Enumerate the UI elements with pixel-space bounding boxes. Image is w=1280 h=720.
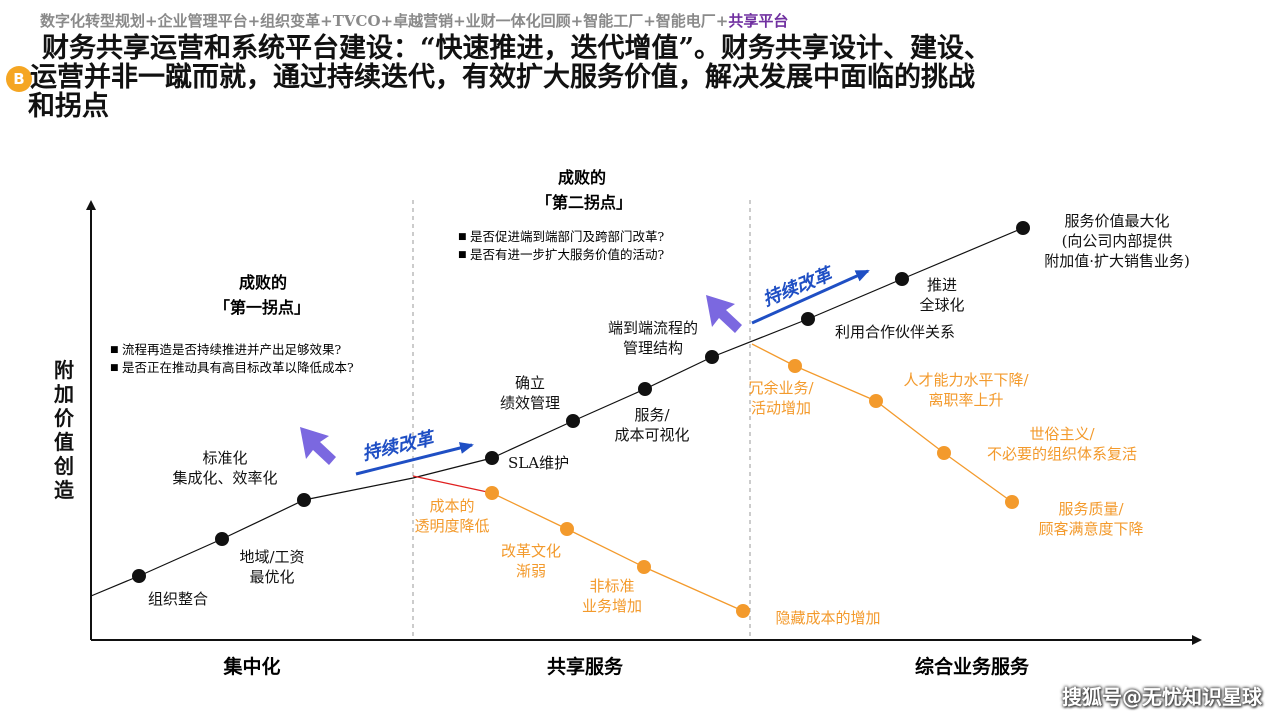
decline-point xyxy=(869,394,883,408)
turning-point-2-heading: 成败的 xyxy=(558,168,606,187)
growth-point xyxy=(1016,221,1030,235)
decline-point xyxy=(560,522,574,536)
decline-1-label: 渐弱 xyxy=(516,562,546,580)
y-axis-label-char: 附 xyxy=(54,358,74,382)
growth-milestone-label: 绩效管理 xyxy=(500,394,560,412)
section-badge: B xyxy=(6,66,32,92)
growth-milestone-label: 组织整合 xyxy=(148,590,208,608)
bullet-icon: ■ xyxy=(458,250,467,260)
decline-points xyxy=(485,359,1019,618)
growth-point xyxy=(801,312,815,326)
watermark: 搜狐号@无忧知识星球 xyxy=(1062,685,1262,709)
title-line-1: 财务共享运营和系统平台建设：“快速推进，迭代增值”。财务共享设计、建设、 xyxy=(42,33,992,64)
turning-point-2-bullet: 是否有进一步扩大服务价值的活动? xyxy=(470,247,665,262)
growth-milestone-label: 成本可视化 xyxy=(614,426,689,444)
growth-point xyxy=(485,451,499,465)
reform-arrow-1-icon xyxy=(355,442,474,476)
bullet-icon: ■ xyxy=(110,363,119,373)
growth-point xyxy=(895,272,909,286)
decline-1-red-segment xyxy=(412,475,493,494)
growth-line xyxy=(90,227,1024,597)
decline-2-label: 世俗主义/ xyxy=(1029,425,1095,443)
breadcrumb-prefix: 数字化转型规划+企业管理平台+组织变革+TVCO+卓越营销+业财一体化回顾+智能… xyxy=(40,12,729,30)
growth-milestone-label: 附加值·扩大销售业务) xyxy=(1044,252,1190,270)
growth-milestone-label: (向公司内部提供 xyxy=(1062,232,1173,250)
growth-milestone-label: SLA维护 xyxy=(508,454,569,472)
phase-label-integrated-services: 综合业务服务 xyxy=(915,655,1030,678)
growth-point xyxy=(132,569,146,583)
growth-milestone-label: 推进 xyxy=(927,276,957,294)
turning-point-1-bullet: 是否正在推动具有高目标改革以降低成本? xyxy=(122,360,354,375)
up-arrow-purple-icon xyxy=(706,295,742,333)
y-axis-label-char: 价 xyxy=(54,406,75,430)
decline-point xyxy=(485,486,499,500)
turning-point-1-heading: 成败的 xyxy=(239,273,287,292)
growth-milestone-label: 利用合作伙伴关系 xyxy=(835,323,955,341)
breadcrumb-active: 共享平台 xyxy=(728,12,789,30)
growth-milestone-label: 集成化、效率化 xyxy=(172,469,277,487)
reform-label-1: 持续改革 xyxy=(360,428,438,465)
y-axis-label-char: 造 xyxy=(54,478,75,502)
growth-point xyxy=(297,493,311,507)
bullet-icon: ■ xyxy=(110,345,119,355)
decline-2-label: 离职率上升 xyxy=(928,391,1003,409)
decline-2-label: 服务质量/ xyxy=(1058,500,1124,518)
decline-point xyxy=(637,560,651,574)
growth-milestone-label: 确立 xyxy=(515,374,545,392)
decline-1-label: 隐藏成本的增加 xyxy=(775,609,880,627)
turning-point-1-bullet: 流程再造是否持续推进并产出足够效果? xyxy=(122,342,342,357)
turning-point-1: 成败的 「第一拐点」 ■ 流程再造是否持续推进并产出足够效果? ■ 是否正在推动… xyxy=(110,273,354,375)
reform-arrow-2-icon xyxy=(751,269,870,325)
growth-points xyxy=(132,221,1030,583)
growth-milestone-label: 标准化 xyxy=(202,449,247,467)
growth-point xyxy=(215,532,229,546)
turning-point-2-title: 「第二拐点」 xyxy=(536,193,632,212)
growth-point xyxy=(638,382,652,396)
decline-point xyxy=(1005,495,1019,509)
growth-milestone-label: 全球化 xyxy=(919,296,964,314)
decline-2-label: 人才能力水平下降/ xyxy=(903,371,1029,389)
decline-line-1 xyxy=(491,492,744,612)
breadcrumb: 数字化转型规划+企业管理平台+组织变革+TVCO+卓越营销+业财一体化回顾+智能… xyxy=(40,10,788,31)
growth-milestone-label: 管理结构 xyxy=(623,339,683,357)
decline-2-label: 不必要的组织体系复活 xyxy=(987,445,1137,463)
growth-milestone-label: 服务/ xyxy=(634,406,670,424)
y-axis-label-char: 创 xyxy=(53,454,74,478)
turning-point-1-title: 「第一拐点」 xyxy=(214,298,310,317)
decline-2-label: 活动增加 xyxy=(751,399,811,417)
growth-milestone-label: 最优化 xyxy=(249,568,294,586)
decline-2-label: 冗余业务/ xyxy=(748,379,814,397)
title-line-3: 和拐点 xyxy=(28,91,109,122)
decline-point xyxy=(736,604,750,618)
turning-point-2-bullet: 是否促进端到端部门及跨部门改革? xyxy=(470,229,665,244)
turning-point-2: 成败的 「第二拐点」 ■ 是否促进端到端部门及跨部门改革? ■ 是否有进一步扩大… xyxy=(458,168,665,262)
y-axis-label-char: 加 xyxy=(53,382,74,406)
decline-1-label: 改革文化 xyxy=(501,542,561,560)
growth-milestone-label: 服务价值最大化 xyxy=(1064,212,1169,230)
page-title: 财务共享运营和系统平台建设：“快速推进，迭代增值”。财务共享设计、建设、 运营并… xyxy=(28,34,1208,121)
decline-1-label: 业务增加 xyxy=(582,597,642,615)
title-line-2: 运营并非一蹴而就，通过持续迭代，有效扩大服务价值，解决发展中面临的挑战 xyxy=(30,62,975,93)
decline-1-label: 透明度降低 xyxy=(414,517,489,535)
decline-1-label: 成本的 xyxy=(429,497,474,515)
y-axis-label-char: 值 xyxy=(54,430,74,454)
decline-2-label: 顾客满意度下降 xyxy=(1038,520,1143,538)
phase-label-centralization: 集中化 xyxy=(222,655,280,678)
decline-1-label: 非标准 xyxy=(589,577,634,595)
growth-point xyxy=(566,414,580,428)
decline-point xyxy=(937,446,951,460)
up-arrow-purple-icon xyxy=(300,427,336,465)
phase-label-shared-services: 共享服务 xyxy=(547,655,624,678)
growth-point xyxy=(705,350,719,364)
bullet-icon: ■ xyxy=(458,232,467,242)
decline-point xyxy=(788,359,802,373)
growth-milestone-label: 地域/工资 xyxy=(239,548,304,566)
growth-milestone-label: 端到端流程的 xyxy=(608,319,698,337)
